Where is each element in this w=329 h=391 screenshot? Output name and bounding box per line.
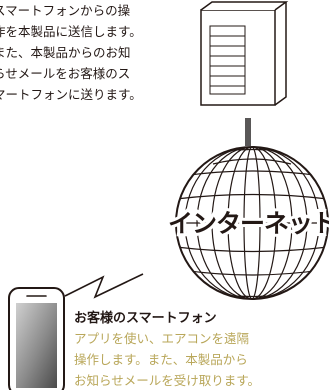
smartphone-description-line-2: 操作します。また、本製品から (74, 352, 248, 367)
smartphone-description-line-1: アプリを使い、エアコンを遠隔 (74, 331, 250, 346)
device-description-line-2: 作を本製品に送信します。 (0, 24, 142, 39)
smartphone-description-line-3: お知らせメールを受け取ります。 (74, 373, 261, 388)
server-icon (200, 1, 289, 106)
device-description-line-5: マートフォンに送ります。 (0, 87, 142, 102)
device-description-line-3: また、本製品からのお知 (0, 45, 131, 60)
smartphone-icon (8, 287, 65, 390)
smartphone-title: お客様のスマートフォン (74, 311, 217, 326)
lightning-signal-icon (64, 273, 144, 299)
internet-label: インターネット (168, 209, 329, 238)
smartphone-description: アプリを使い、エアコンを遠隔 操作します。また、本製品から お知らせメールを受け… (74, 328, 329, 391)
globe-icon (175, 146, 329, 300)
device-description-line-1: スマートフォンからの操 (0, 3, 131, 18)
device-description: スマートフォンからの操 作を本製品に送信します。 また、本製品からのお知 らせメ… (0, 0, 214, 105)
device-description-line-4: らせメールをお客様のス (0, 66, 131, 81)
server-globe-connector (245, 118, 251, 146)
